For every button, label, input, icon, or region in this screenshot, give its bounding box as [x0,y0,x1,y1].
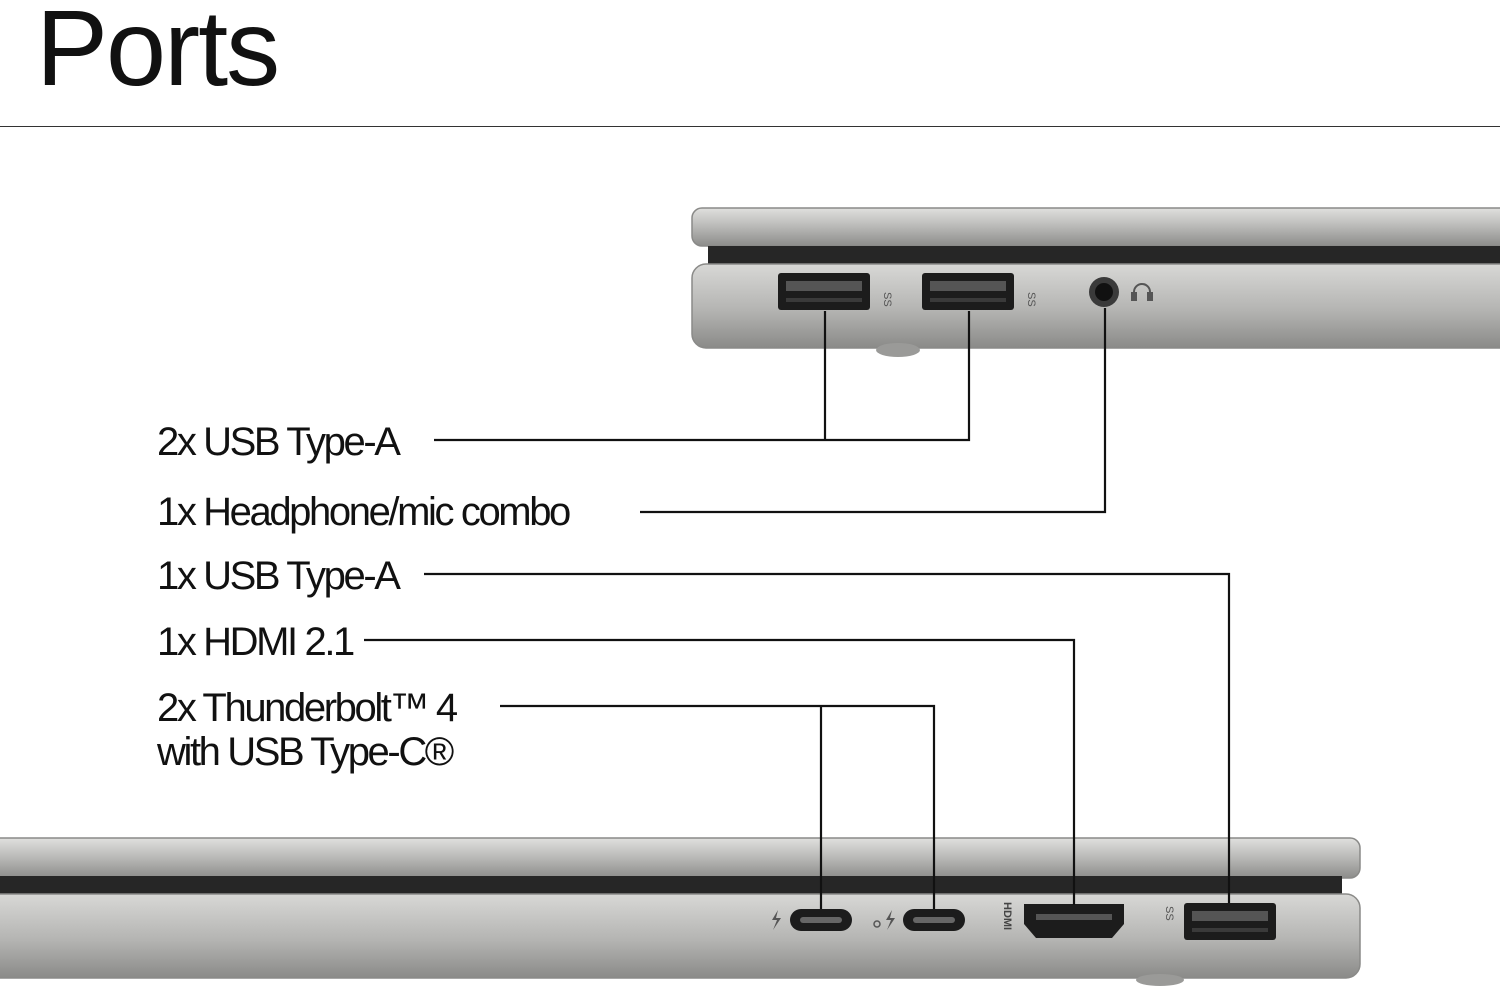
thunderbolt-icon [772,910,781,930]
laptop-right-side: HDMI SS [0,837,1361,986]
usb-charging-icon: SS [1163,906,1175,921]
svg-text:SS: SS [1025,292,1037,307]
callout-hdmi [364,638,1076,905]
page-title: Ports [36,0,280,108]
svg-text:SS: SS [1163,906,1175,921]
callout-lines [364,308,1231,909]
callout-usb-a-single [424,572,1231,903]
usb-superspeed-icon: SS [1025,292,1037,307]
usb-c-port [903,909,965,931]
hdmi-logo-icon: HDMI [1001,902,1013,930]
usb-superspeed-icon: SS [881,292,893,307]
label-usb-a-single: 1x USB Type-A [157,554,401,598]
headset-icon [1131,283,1153,301]
thunderbolt-icon [873,910,895,930]
svg-text:SS: SS [881,292,893,307]
callout-thunderbolt [500,704,936,909]
usb-c-port [790,909,852,931]
usb-a-port [1184,903,1276,940]
label-hdmi: 1x HDMI 2.1 [157,620,355,664]
label-usb-a-dual: 2x USB Type-A [157,420,401,464]
label-thunderbolt-line1: 2x Thunderbolt™ 4 [157,686,458,730]
title-divider [0,126,1500,127]
svg-text:HDMI: HDMI [1001,902,1013,930]
usb-a-port [922,273,1014,310]
usb-a-port [778,273,870,310]
hdmi-port [1024,904,1124,938]
label-headphone-mic: 1x Headphone/mic combo [157,490,571,534]
label-thunderbolt-line2: with USB Type-C® [157,730,454,774]
laptop-left-side: SS SS [691,207,1500,357]
callout-headphone [640,308,1107,514]
headphone-jack [1089,277,1119,307]
callout-usb-a-dual [434,311,971,442]
